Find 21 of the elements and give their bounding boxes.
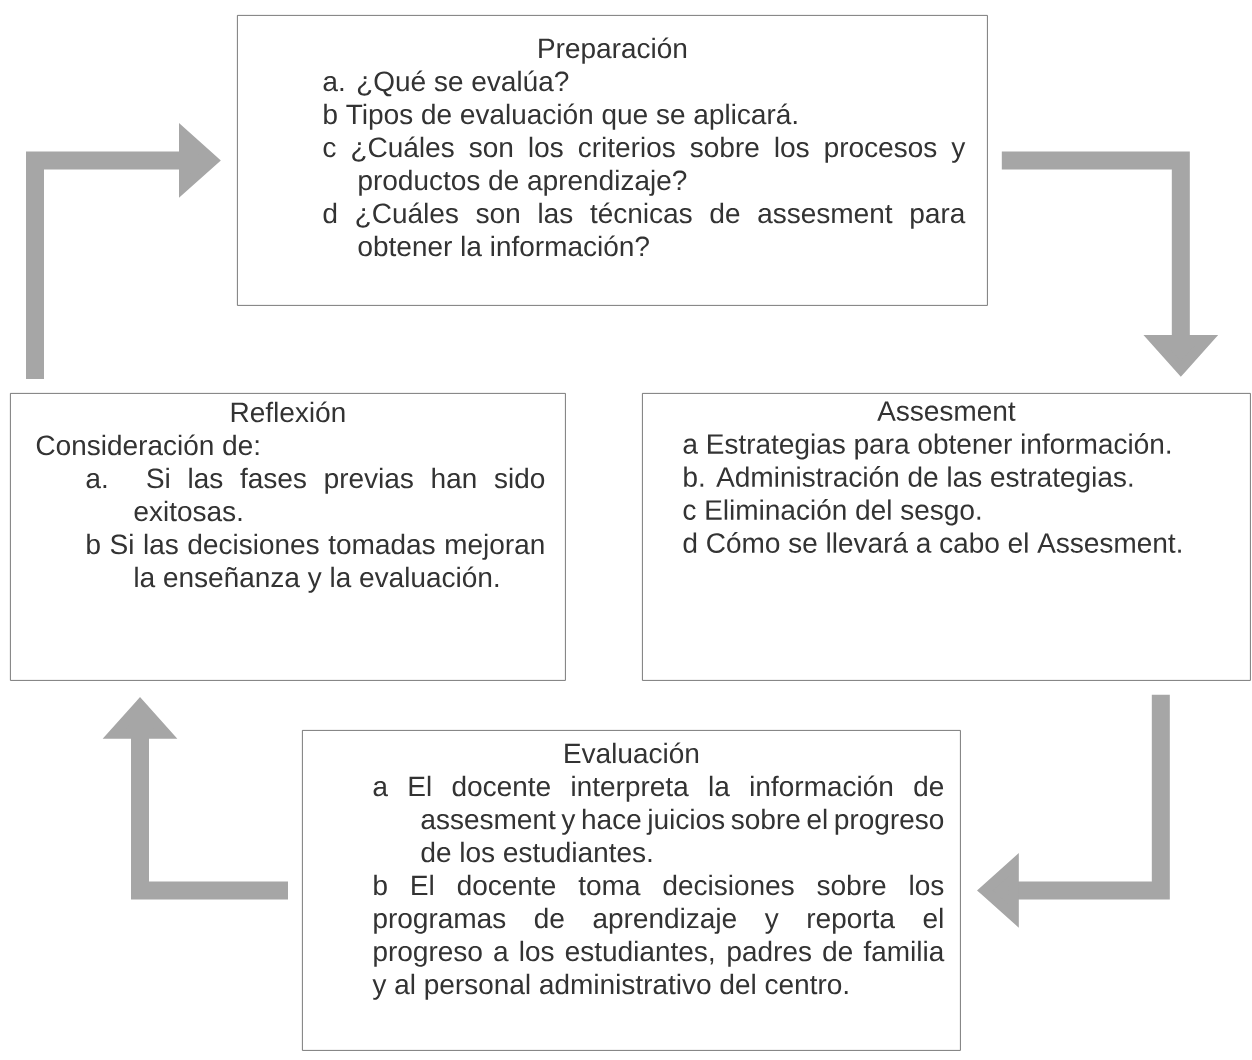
process-box bbox=[302, 730, 961, 1051]
heading: Evaluación bbox=[565, 742, 699, 764]
list-item: Consideración de: bbox=[36, 434, 259, 456]
list-item: b Tipos de evaluación que se aplicará. bbox=[324, 103, 797, 130]
list-item: b Si las decisiones tomadas mejoran la enseñanza y la evaluación. bbox=[87, 533, 544, 593]
list-item: b. Administración de las estrategias. bbox=[684, 466, 1133, 493]
heading: Preparación bbox=[539, 37, 687, 64]
list-item: a. Si las fases previas han sido exitosas. bbox=[86, 467, 545, 522]
process-box bbox=[10, 393, 566, 681]
list-item: d ¿Cuáles son las técnicas de assesment para obtener la información? bbox=[323, 202, 966, 257]
heading: Reflexión bbox=[231, 401, 345, 423]
list-item: b El docente toma decisiones sobre los programas de aprendizaje y reporta el progreso a los estudiantes, padres de familia y al personal administrativo del centro. bbox=[372, 874, 945, 1000]
list-item: d Cómo se llevará a cabo el Assesment. bbox=[683, 532, 1181, 553]
list-item: a. ¿Qué se evalúa? bbox=[323, 70, 569, 97]
heading: Assesment bbox=[877, 401, 1016, 421]
process-box bbox=[237, 15, 988, 306]
list-item: c Eliminación del sesgo. bbox=[683, 499, 981, 526]
process-box bbox=[642, 393, 1251, 681]
list-item: c ¿Cuáles son los criterios sobre los procesos y productos de aprendizaje? bbox=[323, 136, 966, 196]
list-item: a Estrategias para obtener información. bbox=[683, 433, 1171, 460]
list-item: a El docente interpreta la información de assesment y hace juicios sobre el progreso de los estudiantes. bbox=[373, 775, 944, 863]
